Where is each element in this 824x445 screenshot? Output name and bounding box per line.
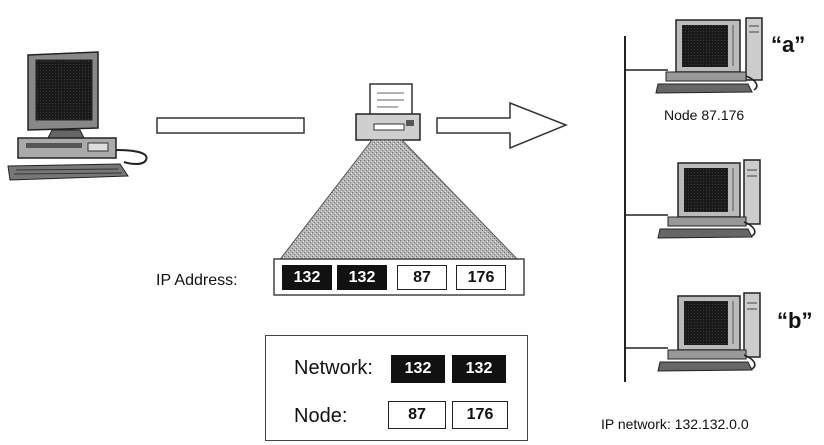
source-computer-icon <box>7 51 148 181</box>
node-computer-middle-icon <box>625 159 761 239</box>
ip-address-label: IP Address: <box>156 272 238 289</box>
router-icon <box>355 83 421 141</box>
node-computer-b-icon <box>625 292 761 372</box>
node-octet-1: 87 <box>388 401 446 429</box>
node-octet-2: 176 <box>452 401 508 429</box>
ip-octet-2: 132 <box>337 265 387 290</box>
ip-octet-1: 132 <box>282 265 332 290</box>
network-octet-2: 132 <box>452 355 506 383</box>
network-octet-1: 132 <box>391 355 445 383</box>
network-label: Network: <box>294 357 373 379</box>
ip-octet-4: 176 <box>456 265 506 290</box>
node-b-marker: “b” <box>777 308 813 333</box>
forward-arrow <box>436 101 569 150</box>
node-a-marker: “a” <box>771 32 806 57</box>
ip-octet-3: 87 <box>397 265 447 290</box>
zoom-cone <box>276 139 522 263</box>
node-a-caption: Node 87.176 <box>664 107 745 123</box>
node-label: Node: <box>294 405 348 427</box>
node-computer-a-icon <box>625 17 763 94</box>
ip-network-caption: IP network: 132.132.0.0 <box>601 416 749 432</box>
transmission-bar <box>156 117 305 134</box>
